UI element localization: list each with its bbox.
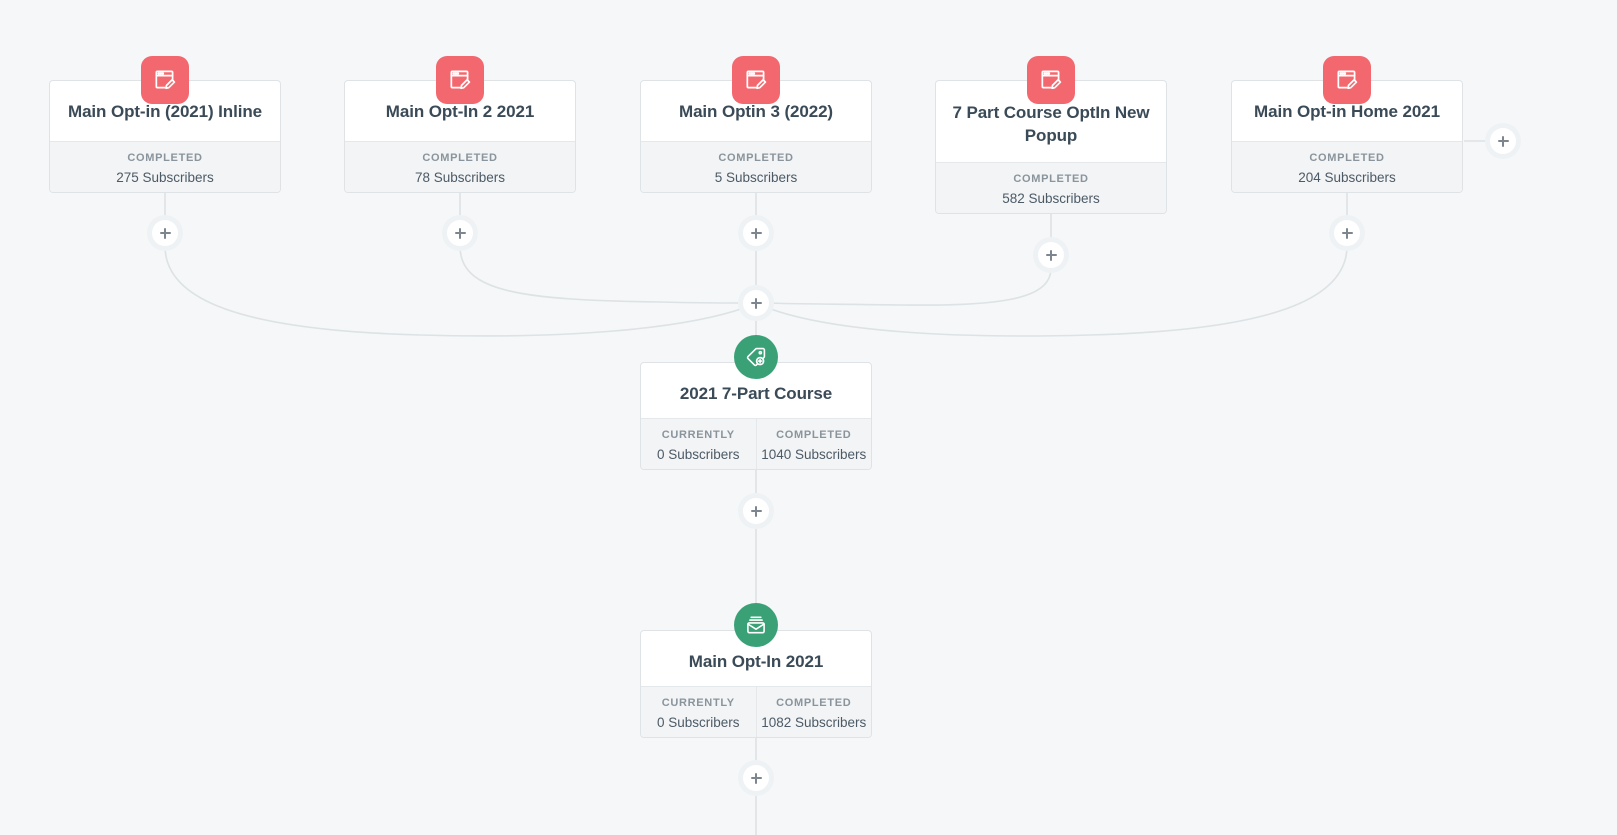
add-step-merge-point[interactable] bbox=[743, 290, 769, 316]
card-footer: COMPLETED 275 Subscribers bbox=[50, 141, 280, 192]
card-title: Main Opt-In 2 2021 bbox=[385, 101, 535, 121]
stat-value: 78 Subscribers bbox=[414, 170, 506, 185]
sequence-card[interactable]: Main Opt-In 2021 CURRENTLY 0 Subscribers… bbox=[640, 630, 872, 738]
form-edit-icon[interactable] bbox=[1323, 56, 1371, 104]
form-card[interactable]: Main Opt-in Home 2021 COMPLETED 204 Subs… bbox=[1231, 80, 1463, 193]
sequence-card[interactable]: 2021 7-Part Course CURRENTLY 0 Subscribe… bbox=[640, 362, 872, 470]
stat-value: 0 Subscribers bbox=[656, 715, 740, 730]
stat-completed: COMPLETED 1082 Subscribers bbox=[755, 687, 872, 737]
email-sequence-icon[interactable] bbox=[734, 603, 778, 647]
stat-value: 275 Subscribers bbox=[116, 170, 214, 185]
card-title: 7 Part Course OptIn New Popup bbox=[952, 102, 1150, 145]
card-footer: COMPLETED 204 Subscribers bbox=[1232, 141, 1462, 192]
card-title: Main Opt-in Home 2021 bbox=[1254, 101, 1440, 121]
card-title: 2021 7-Part Course bbox=[679, 384, 833, 403]
add-step-under-card-1[interactable] bbox=[152, 220, 178, 246]
stat-value: 5 Subscribers bbox=[714, 170, 798, 185]
stat-label: COMPLETED bbox=[776, 697, 852, 709]
stat-completed: COMPLETED 5 Subscribers bbox=[641, 142, 871, 192]
stat-label: COMPLETED bbox=[776, 429, 852, 441]
stat-value: 1040 Subscribers bbox=[761, 447, 867, 462]
card-footer: COMPLETED 582 Subscribers bbox=[936, 162, 1166, 213]
stat-label: COMPLETED bbox=[127, 152, 203, 164]
form-edit-icon[interactable] bbox=[732, 56, 780, 104]
add-step-under-main-optin[interactable] bbox=[743, 765, 769, 791]
add-step-right-of-card-5[interactable] bbox=[1490, 128, 1516, 154]
add-step-under-card-5[interactable] bbox=[1334, 220, 1360, 246]
add-step-under-course-sequence[interactable] bbox=[743, 498, 769, 524]
card-title: Main Opt-In 2021 bbox=[688, 652, 824, 671]
add-step-under-card-2[interactable] bbox=[447, 220, 473, 246]
stat-completed: COMPLETED 78 Subscribers bbox=[345, 142, 575, 192]
stat-value: 582 Subscribers bbox=[1002, 191, 1100, 206]
stat-label: CURRENTLY bbox=[661, 697, 735, 709]
stat-label: COMPLETED bbox=[1309, 152, 1385, 164]
card-footer: CURRENTLY 0 Subscribers COMPLETED 1082 S… bbox=[641, 686, 872, 737]
form-edit-icon[interactable] bbox=[436, 56, 484, 104]
card-title: Main Opt-in (2021) Inline bbox=[68, 101, 262, 121]
stat-completed: COMPLETED 582 Subscribers bbox=[936, 163, 1166, 213]
tag-add-icon[interactable] bbox=[734, 335, 778, 379]
stat-value: 204 Subscribers bbox=[1298, 170, 1396, 185]
form-edit-icon[interactable] bbox=[141, 56, 189, 104]
card-footer: CURRENTLY 0 Subscribers COMPLETED 1040 S… bbox=[641, 418, 872, 469]
stat-currently: CURRENTLY 0 Subscribers bbox=[641, 419, 756, 469]
add-step-under-card-3[interactable] bbox=[743, 220, 769, 246]
stat-label: COMPLETED bbox=[422, 152, 498, 164]
card-footer: COMPLETED 5 Subscribers bbox=[641, 141, 871, 192]
stat-completed: COMPLETED 204 Subscribers bbox=[1232, 142, 1462, 192]
stat-value: 0 Subscribers bbox=[656, 447, 740, 462]
form-edit-icon[interactable] bbox=[1027, 56, 1075, 104]
stat-currently: CURRENTLY 0 Subscribers bbox=[641, 687, 756, 737]
stat-label: CURRENTLY bbox=[661, 429, 735, 441]
add-step-under-card-4[interactable] bbox=[1038, 242, 1064, 268]
stat-completed: COMPLETED 1040 Subscribers bbox=[755, 419, 872, 469]
stat-completed: COMPLETED 275 Subscribers bbox=[50, 142, 280, 192]
card-title: Main Optin 3 (2022) bbox=[679, 101, 833, 121]
stat-value: 1082 Subscribers bbox=[761, 715, 867, 730]
card-footer: COMPLETED 78 Subscribers bbox=[345, 141, 575, 192]
stat-label: COMPLETED bbox=[1013, 173, 1089, 185]
stat-label: COMPLETED bbox=[718, 152, 794, 164]
